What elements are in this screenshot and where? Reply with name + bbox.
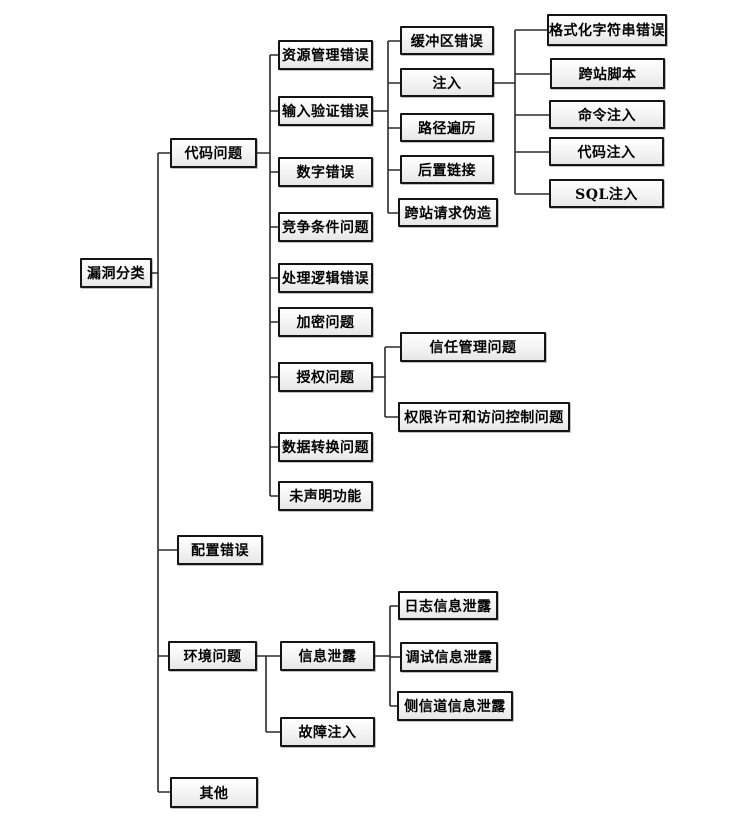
node-cross-site-scripting: 跨站脚本	[550, 58, 665, 89]
node-injection: 注入	[400, 68, 494, 97]
node-trust-management-issues: 信任管理问题	[400, 332, 546, 362]
edge-group-authorization	[373, 346, 400, 418]
node-link-following: 后置链接	[400, 155, 494, 184]
node-authorization-issues: 授权问题	[278, 362, 373, 392]
node-environment-issues: 环境问题	[168, 641, 257, 671]
node-debug-information-disclosure: 调试信息泄露	[400, 642, 498, 672]
node-information-disclosure: 信息泄露	[280, 641, 375, 671]
node-permission-access-control-issues: 权限许可和访问控制问题	[398, 402, 570, 432]
node-data-conversion-issues: 数据转换问题	[278, 432, 373, 462]
edge-group-environment	[257, 655, 280, 733]
node-configuration-errors: 配置错误	[177, 535, 263, 565]
node-side-channel-information-disclosure: 侧信道信息泄露	[397, 691, 513, 721]
node-path-traversal: 路径遍历	[400, 113, 494, 142]
edge-group-code-issues	[257, 54, 278, 497]
node-log-information-disclosure: 日志信息泄露	[398, 591, 498, 620]
node-processing-logic-errors: 处理逻辑错误	[278, 263, 373, 293]
node-resource-management-errors: 资源管理错误	[278, 40, 373, 70]
edge-group-root	[152, 152, 177, 793]
node-others: 其他	[170, 777, 258, 808]
node-code-injection: 代码注入	[549, 137, 664, 166]
node-race-condition-issues: 竞争条件问题	[278, 212, 373, 242]
node-code-issues: 代码问题	[170, 138, 257, 168]
node-command-injection: 命令注入	[549, 100, 665, 129]
edge-group-information-disclosure	[375, 605, 400, 707]
node-vulnerability-classification: 漏洞分类	[80, 258, 152, 288]
edge-group-injection	[494, 29, 550, 195]
edge-group-input-validation	[373, 40, 400, 214]
node-fault-injection: 故障注入	[280, 717, 375, 747]
node-format-string-errors: 格式化字符串错误	[547, 14, 667, 46]
node-buffer-errors: 缓冲区错误	[400, 26, 494, 55]
node-undeclared-functionality: 未声明功能	[278, 481, 373, 511]
node-csrf: 跨站请求伪造	[398, 198, 498, 227]
node-numeric-errors: 数字错误	[278, 157, 373, 187]
node-encryption-issues: 加密问题	[278, 307, 373, 337]
node-sql-injection: SQL注入	[549, 179, 664, 208]
node-input-validation-errors: 输入验证错误	[278, 96, 373, 126]
